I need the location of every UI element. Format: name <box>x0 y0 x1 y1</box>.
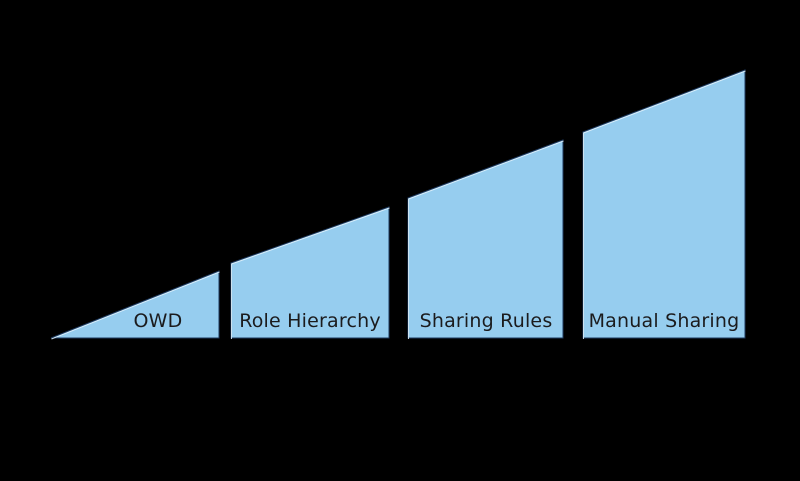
step-shape-highlight <box>231 207 390 339</box>
step-shape <box>50 270 220 339</box>
step-shape-highlight <box>408 140 564 339</box>
step-shape <box>230 206 390 339</box>
step-shape <box>582 69 746 339</box>
step-shape-highlight <box>51 271 220 340</box>
step-shape-highlight <box>583 70 746 339</box>
